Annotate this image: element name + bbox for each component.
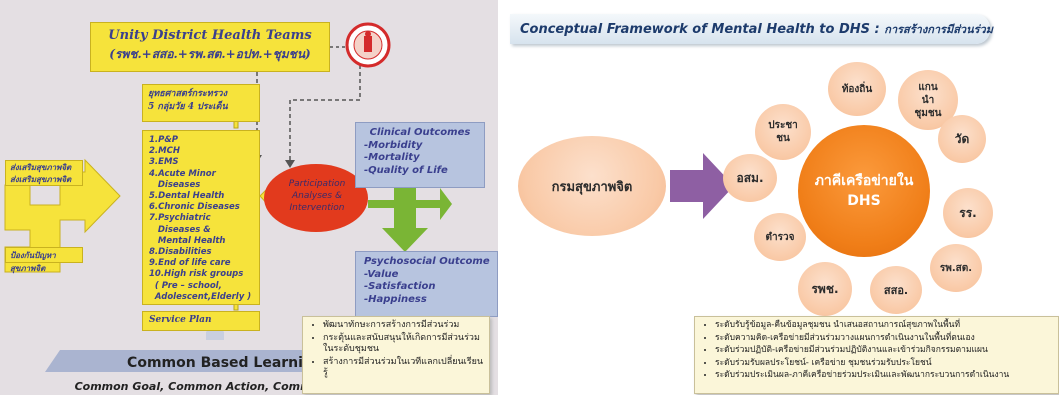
dashed-arrowhead-2 (285, 160, 295, 168)
partner-vhv-circle: อสม. (723, 154, 777, 202)
ministry-emblem-icon (345, 22, 391, 68)
partner-subdistrict-hospital-label: รพ.สต. (939, 262, 973, 274)
prevention-label: ป้องกันปัญหาสุขภาพจิต (10, 251, 56, 273)
psychosocial-outcome-box: Psychosocial Outcome -Value -Satisfactio… (355, 251, 498, 317)
partner-hospital-circle: รพช. (798, 262, 852, 316)
service-list-item: 3.EMS (149, 157, 179, 168)
partner-vhv-label: อสม. (736, 170, 764, 185)
right-diagram-shapes (670, 153, 734, 219)
strategy-line-1: ยุทธศาสตร์กระทรวง (148, 89, 227, 99)
partner-people-line: ชน (776, 133, 790, 144)
partner-leader-line: นำ (921, 94, 935, 106)
promotion-line-1: ส่งเสริมสุขภาพจิต (10, 163, 72, 172)
partner-ssa-label: สสอ. (883, 283, 909, 297)
partner-hospital-label: รพช. (811, 281, 839, 296)
partner-people-line: ประชา (768, 120, 798, 131)
service-list-item: 2.MCH (149, 146, 180, 157)
partner-people-circle: ประชา ชน (755, 104, 811, 160)
service-list-item: 9.End of life care (149, 258, 231, 269)
service-list-item: 4.Acute Minor (149, 168, 216, 179)
note-item: สร้างการมีส่วนร่วมในเวทีแลกเปลี่ยนเรียนร… (323, 357, 485, 380)
clinical-outcomes-title: Clinical Outcomes (369, 127, 471, 138)
service-list-item: Diseases & (149, 224, 211, 235)
note-item: ระดับร่วมรับผลประโยชน์- เครือข่าย ชุมชนร… (715, 358, 1054, 370)
service-list-item: 10.High risk groups (149, 269, 244, 280)
input-arrow-left (4, 158, 121, 273)
partner-leader-line: แกน (918, 81, 938, 93)
partner-temple-label: วัด (954, 131, 970, 146)
clinical-outcomes-box: Clinical Outcomes -Morbidity -Mortality … (355, 122, 485, 188)
service-list-item: 1.P&P (149, 135, 179, 145)
psychosocial-item: -Value (364, 268, 399, 280)
note-item: ระดับร่วมประเมินผล-ภาคีเครือข่ายร่วมประเ… (715, 370, 1054, 382)
note-item: ระดับความคิด-เครือข่ายมีส่วนร่วมวางแผนกา… (715, 333, 1054, 345)
promotion-label-box: ส่งเสริมสุขภาพจิต ส่งเสริมสุขภาพจิต (5, 160, 83, 186)
partner-school-circle: รร. (943, 188, 993, 238)
intervention-line-2: Analyses & (292, 191, 342, 201)
partner-local-label: ท้องถิ่น (841, 83, 873, 95)
purple-arrow (670, 153, 734, 219)
service-list-item: 8.Disabilities (149, 247, 212, 258)
prevention-label-box: ป้องกันปัญหาสุขภาพจิต (5, 247, 83, 273)
service-list-box: 1.P&P 2.MCH 3.EMS 4.Acute Minor Diseases… (142, 130, 260, 305)
left-framework-panel: Unity District Health Teams (รพช.+สสอ.+ร… (0, 0, 498, 395)
team-members: (รพช.+สสอ.+รพ.สต.+อปท.+ชุมชน) (109, 47, 311, 61)
service-list-item: ( Pre – school, (149, 280, 222, 291)
ministry-strategy-box: ยุทธศาสตร์กระทรวง 5 กลุ่มวัย 4 ประเด็น (142, 84, 260, 122)
common-based-learning-title: Common Based Learning (127, 355, 323, 371)
note-item: กระตุ้นและสนับสนุนให้เกิดการมีส่วนร่วมใน… (323, 333, 485, 356)
partner-leader-line: ชุมชน (914, 107, 942, 119)
service-list-item: Diseases (149, 179, 201, 190)
service-list-item: 7.Psychiatric (149, 213, 211, 224)
note-item: ระดับร่วมปฏิบัติ-เครือข่ายมีส่วนร่วมปฏิบ… (715, 345, 1054, 357)
participation-skills-notes: พัฒนาทักษะการสร้างการมีส่วนร่วม กระตุ้นแ… (302, 316, 490, 394)
service-plan-label: Service Plan (149, 315, 212, 325)
partner-temple-circle: วัด (938, 115, 986, 163)
banner-title-en: Conceptual Framework of Mental Health to… (520, 22, 880, 37)
center-line-2: DHS (847, 193, 881, 209)
partner-network-circle: ภาคีเครือข่ายใน DHS (798, 125, 930, 257)
promotion-line-2: ส่งเสริมสุขภาพจิต (10, 175, 72, 184)
service-list-item: Mental Health (149, 235, 226, 246)
intervention-text: Participation Analyses & Intervention (270, 178, 364, 214)
clinical-item: -Mortality (364, 152, 420, 163)
note-item: ระดับรับรู้ข้อมูล-คืนข้อมูลชุมชน นำเสนอส… (715, 320, 1054, 332)
banner-title-th: การสร้างการมีส่วนร่วม (884, 23, 993, 36)
intervention-oval (264, 164, 368, 232)
arrow-to-service-plan (206, 322, 224, 340)
department-mental-health-circle: กรมสุขภาพจิต (518, 136, 666, 236)
service-list-item: Adolescent,Elderly ) (149, 291, 252, 302)
intervention-line-1: Participation (288, 179, 346, 189)
team-title: Unity District Health Teams (108, 28, 312, 43)
note-item: พัฒนาทักษะการสร้างการมีส่วนร่วม (323, 320, 485, 332)
service-list-item: 5.Dental Health (149, 191, 225, 202)
dashed-arrow-emblem-to-intervention (289, 65, 361, 160)
psychosocial-item: -Satisfaction (364, 281, 436, 292)
intervention-line-3: Intervention (289, 203, 345, 213)
participation-levels-notes: ระดับรับรู้ข้อมูล-คืนข้อมูลชุมชน นำเสนอส… (694, 316, 1059, 394)
psychosocial-item: -Happiness (364, 293, 427, 305)
partner-school-label: รร. (959, 205, 977, 220)
strategy-line-2: 5 กลุ่มวัย 4 ประเด็น (148, 102, 228, 112)
service-list-item: 6.Chronic Diseases (149, 202, 240, 213)
clinical-item: -Morbidity (364, 139, 423, 151)
center-line-1: ภาคีเครือข่ายใน (814, 173, 914, 189)
partner-ssa-circle: สสอ. (870, 266, 922, 314)
partner-police-label: ตำรวจ (765, 231, 795, 243)
partner-leader-circle: แกน นำ ชุมชน (898, 70, 958, 130)
partner-subdistrict-hospital-circle: รพ.สต. (930, 244, 982, 292)
title-banner: Conceptual Framework of Mental Health to… (510, 14, 993, 44)
department-label: กรมสุขภาพจิต (551, 179, 633, 195)
unity-district-health-teams-box: Unity District Health Teams (รพช.+สสอ.+ร… (90, 22, 330, 72)
partner-police-circle: ตำรวจ (754, 213, 806, 261)
clinical-item: -Quality of Life (364, 164, 448, 176)
partner-local-circle: ท้องถิ่น (828, 62, 886, 116)
psychosocial-title: Psychosocial Outcome (364, 256, 490, 267)
service-plan-box: Service Plan (142, 311, 260, 331)
